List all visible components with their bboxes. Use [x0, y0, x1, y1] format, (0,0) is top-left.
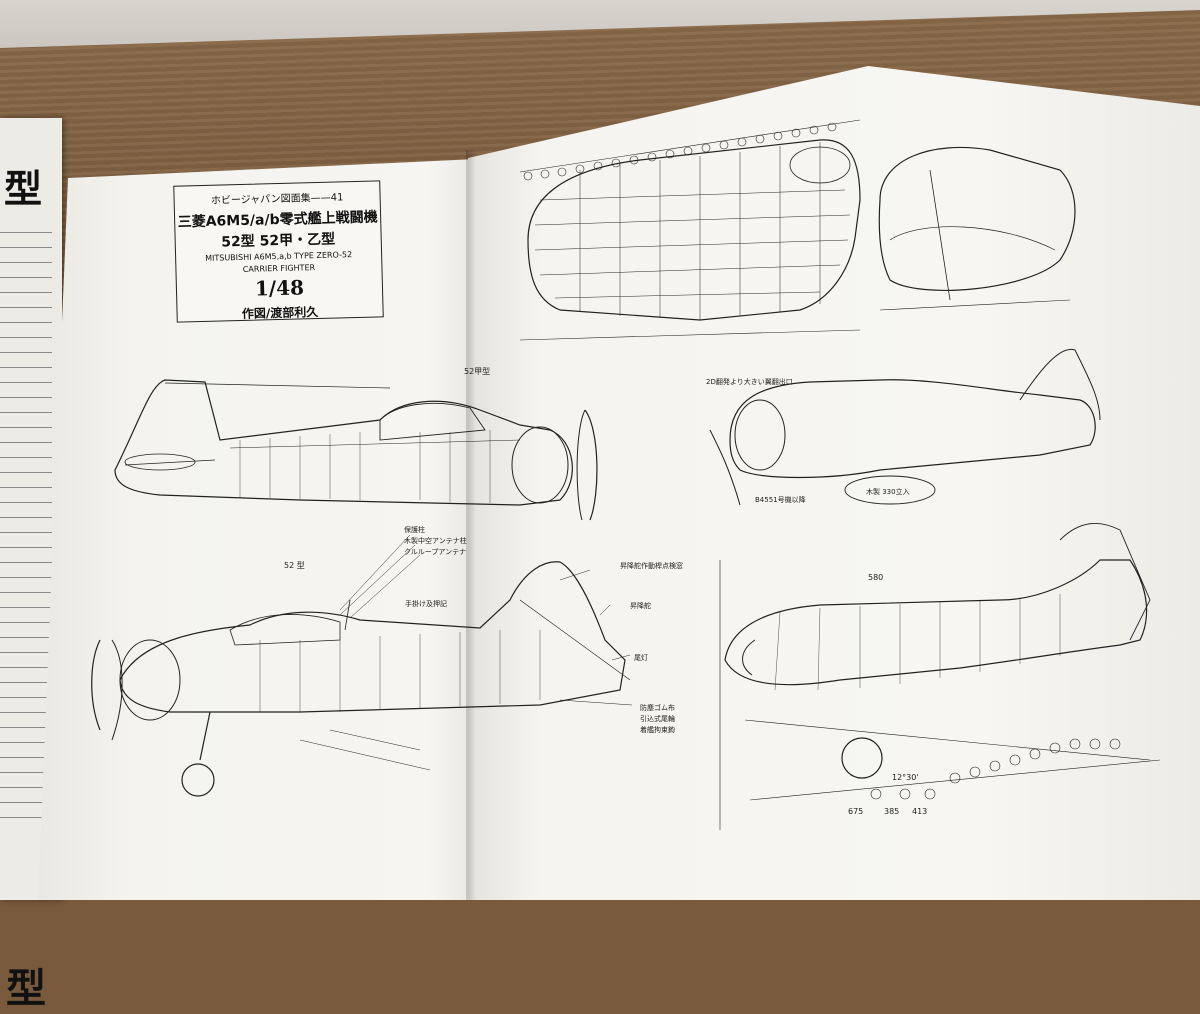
right-page [468, 66, 1200, 900]
label-rudder-trim: 昇降舵作動桿点検窓 [620, 561, 683, 570]
stub-heading: 型 [4, 166, 43, 211]
dim-385: 385 [884, 807, 899, 816]
stub-footer: 型 [6, 965, 46, 1012]
label-rubber: 防塵ゴム布 [640, 703, 675, 712]
label-antenna: 木製中空アンテナ柱 [404, 536, 467, 545]
label-tailhook: 着艦拘束鉤 [640, 725, 675, 734]
wing-plan-view [519, 119, 861, 341]
label-type52a: 52甲型 [464, 367, 490, 376]
label-wooden: 木製 330立入 [866, 487, 910, 496]
label-cowl-note: 2D翻発より大きい翼翻出口 [706, 377, 793, 386]
dim-580: 580 [868, 573, 883, 582]
drawing-labels: 52甲型 52 型 保護柱 木製中空アンテナ柱 クルループアンテナ 昇降舵作動桿… [284, 367, 927, 816]
book-fold-shadow [466, 150, 476, 900]
label-rudder: 昇降舵 [630, 601, 651, 610]
side-view-52 [91, 561, 631, 797]
label-b4551: B4551号機以降 [755, 495, 806, 504]
front-view-upper [709, 348, 1101, 506]
cross-section-view [878, 146, 1076, 311]
side-view-52a [114, 379, 598, 521]
stub-text-lines [0, 218, 52, 818]
dim-413: 413 [912, 807, 927, 816]
label-type52: 52 型 [284, 561, 305, 570]
leader-lines [299, 534, 633, 771]
label-hand-hold: 手掛け及押記 [405, 599, 447, 608]
label-armor: 保護柱 [404, 525, 425, 534]
label-tail-light: 尾灯 [634, 653, 648, 662]
dim-angle: 12°30' [892, 773, 919, 782]
label-loop-antenna: クルループアンテナ [404, 548, 466, 556]
plan-view-lower [719, 523, 1161, 830]
blueprint-drawings: 52甲型 52 型 保護柱 木製中空アンテナ柱 クルループアンテナ 昇降舵作動桿… [91, 119, 1161, 830]
dim-675: 675 [848, 807, 863, 816]
label-retract: 引込式尾輪 [640, 714, 675, 723]
